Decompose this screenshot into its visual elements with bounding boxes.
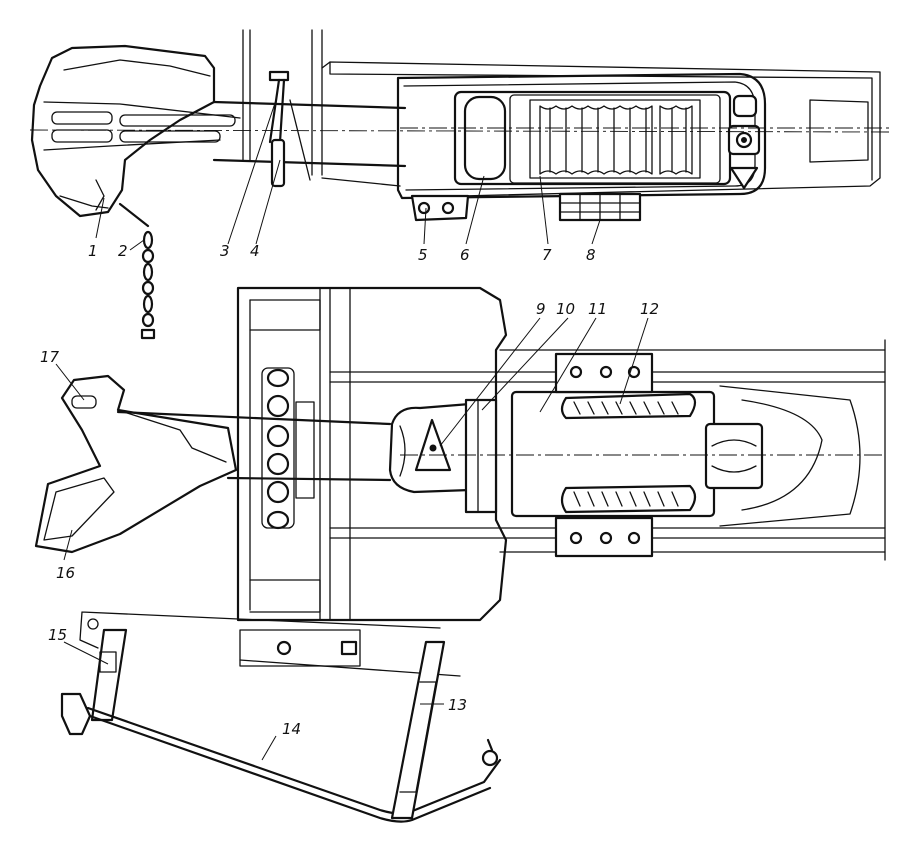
callout-9: 9 [536,300,546,318]
callout-10: 10 [556,300,575,318]
bottom-rod-view [60,611,502,823]
callout-7: 7 [542,246,552,264]
callout-17: 17 [40,348,60,366]
callout-3: 3 [220,242,230,260]
callout-1: 1 [88,242,98,260]
callout-5: 5 [418,246,428,264]
leader-lines [55,99,649,761]
callout-8: 8 [586,246,596,264]
callout-16: 16 [56,564,75,582]
callout-2: 2 [118,242,128,260]
callout-13: 13 [448,696,467,714]
callout-labels: 1 2 3 4 5 6 7 8 9 10 11 12 13 14 15 16 1… [40,242,659,738]
callout-6: 6 [460,246,470,264]
middle-plan-view [34,286,886,622]
top-side-view [29,29,891,340]
callout-14: 14 [282,720,301,738]
callout-11: 11 [588,300,607,318]
callout-12: 12 [640,300,659,318]
chain [118,202,156,340]
uncoupling-lever [34,374,238,554]
callout-15: 15 [48,626,67,644]
callout-4: 4 [250,242,260,260]
